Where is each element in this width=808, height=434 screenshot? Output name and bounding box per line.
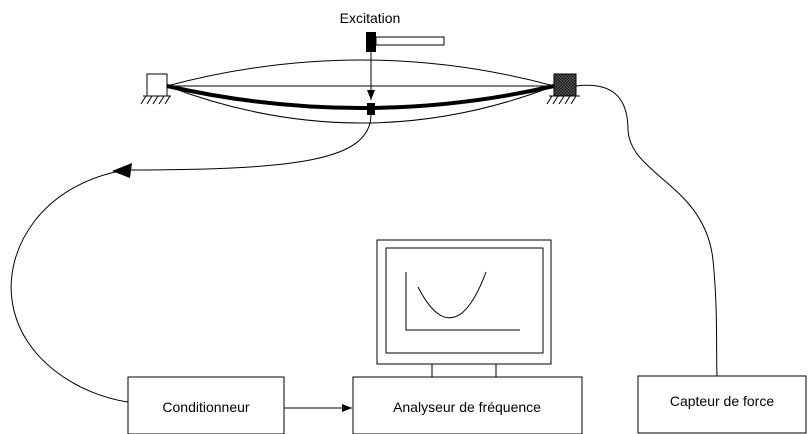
force-sensor-label: Capteur de force xyxy=(670,393,774,409)
mode-shape-upper xyxy=(166,59,555,87)
response-plot-axes xyxy=(405,272,520,331)
right-ground-hatching xyxy=(546,95,577,105)
analyzer-monitor xyxy=(376,239,552,378)
analyzer-label: Analyseur de fréquence xyxy=(393,399,541,415)
frequency-analyzer-box: Analyseur de fréquence xyxy=(352,376,583,434)
mode-shape-lower xyxy=(166,85,555,124)
monitor-screen xyxy=(385,247,544,354)
conditioner-label: Conditionneur xyxy=(162,399,250,415)
response-curve xyxy=(417,271,487,319)
impact-hammer xyxy=(366,32,445,52)
left-support xyxy=(140,73,171,105)
conditioner-input-cable xyxy=(10,169,129,403)
force-sensor-box: Capteur de force xyxy=(637,375,807,434)
excitation-label: Excitation xyxy=(340,10,401,26)
hammer-handle xyxy=(375,36,445,46)
left-ground-hatching xyxy=(140,95,171,105)
conditioner-box: Conditionneur xyxy=(127,376,285,434)
accelerometer-cable xyxy=(124,114,372,171)
force-sensor-cable xyxy=(575,84,718,377)
accelerometer xyxy=(367,103,375,115)
deflected-beam xyxy=(166,84,555,110)
monitor-stand xyxy=(431,363,497,378)
hammer-head xyxy=(366,32,376,52)
right-support xyxy=(546,73,580,105)
